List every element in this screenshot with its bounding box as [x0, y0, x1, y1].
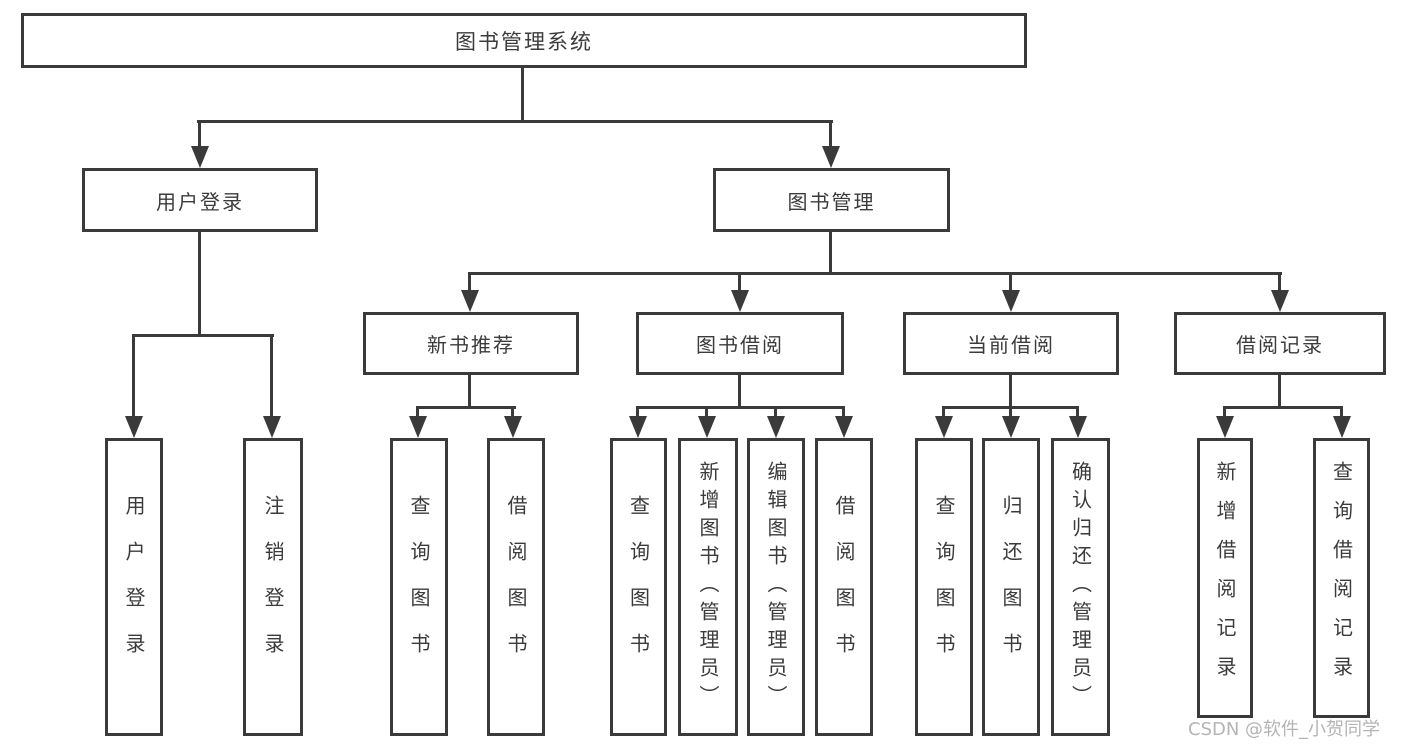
edge-borrow-record-trunk: [1278, 373, 1281, 409]
arrowhead-leaf-logout: [263, 416, 281, 438]
arrow-shaft-new-book-recommend: [468, 273, 471, 293]
arrowhead-query-book-2: [629, 416, 647, 438]
edge-book-borrow-trunk: [738, 373, 741, 409]
watermark: CSDN @软件_小贺同学: [1188, 719, 1381, 740]
arrow-shaft-borrow-record: [1278, 273, 1281, 293]
leaf-borrow-book-1-label: 借阅图书: [504, 495, 528, 679]
arrowhead-query-borrow-record: [1333, 416, 1351, 438]
node-book-borrow-label: 图书借阅: [696, 333, 784, 357]
node-user-login: 用户登录: [82, 168, 318, 232]
arrowhead-edit-book: [767, 416, 785, 438]
arrow-shaft-book-borrow: [738, 273, 741, 293]
node-new-book-recommend: 新书推荐: [363, 312, 579, 375]
leaf-borrow-book-2: 借阅图书: [815, 438, 873, 736]
leaf-edit-book-admin: 编辑图书（管理员）: [747, 438, 805, 736]
leaf-user-login: 用户登录: [105, 438, 163, 736]
edge-user-login-branch: [132, 334, 274, 337]
leaf-query-borrow-record-label: 查询借阅记录: [1329, 461, 1354, 695]
arrow-shaft-query-borrow-record: [1340, 407, 1343, 419]
leaf-query-book-2: 查询图书: [610, 438, 667, 736]
arrow-shaft-borrow-book-2: [842, 407, 845, 419]
edge-book-management-trunk: [829, 230, 832, 275]
leaf-user-login-label: 用户登录: [122, 495, 146, 679]
leaf-add-borrow-record: 新增借阅记录: [1197, 438, 1253, 718]
edge-user-login-trunk: [198, 230, 201, 337]
leaf-add-book-admin-label: 新增图书（管理员）: [696, 461, 720, 713]
edge-book-management-branch: [468, 272, 1282, 275]
arrow-shaft-book-management: [829, 121, 832, 149]
leaf-query-book-3: 查询图书: [915, 438, 973, 736]
node-borrow-record: 借阅记录: [1174, 312, 1386, 375]
arrowhead-return-book: [1002, 416, 1020, 438]
node-current-borrow: 当前借阅: [903, 312, 1119, 375]
arrowhead-leaf-user-login: [125, 416, 143, 438]
arrowhead-query-book-1: [409, 416, 427, 438]
arrow-shaft-borrow-book-1: [511, 407, 514, 419]
edge-borrow-record-branch: [1223, 406, 1343, 409]
leaf-query-book-1-label: 查询图书: [407, 495, 431, 679]
node-book-management-label: 图书管理: [787, 189, 876, 214]
edge-root-trunk: [521, 66, 524, 123]
leaf-return-book-label: 归还图书: [999, 495, 1023, 679]
node-current-borrow-label: 当前借阅: [967, 333, 1055, 357]
arrowhead-add-borrow-record: [1216, 416, 1234, 438]
arrowhead-borrow-record: [1271, 290, 1289, 312]
leaf-query-book-1: 查询图书: [390, 438, 448, 736]
arrowhead-borrow-book-2: [835, 416, 853, 438]
node-borrow-record-label: 借阅记录: [1236, 333, 1324, 357]
arrowhead-book-borrow: [731, 290, 749, 312]
leaf-borrow-book-1: 借阅图书: [487, 438, 545, 736]
leaf-return-book: 归还图书: [982, 438, 1040, 736]
node-root-label: 图书管理系统: [455, 29, 593, 54]
edge-new-book-recommend-branch: [416, 406, 516, 409]
leaf-borrow-book-2-label: 借阅图书: [832, 495, 856, 679]
node-user-login-label: 用户登录: [156, 189, 244, 214]
leaf-query-book-2-label: 查询图书: [626, 495, 651, 679]
arrow-shaft-current-borrow: [1009, 273, 1012, 293]
arrowhead-book-management: [822, 146, 840, 168]
node-book-management: 图书管理: [713, 168, 950, 232]
leaf-edit-book-admin-label: 编辑图书（管理员）: [764, 461, 788, 713]
edge-book-borrow-branch: [636, 406, 845, 409]
arrowhead-confirm-return: [1069, 416, 1087, 438]
node-book-borrow: 图书借阅: [636, 312, 844, 375]
edge-current-borrow-trunk: [1009, 373, 1012, 409]
leaf-query-book-3-label: 查询图书: [932, 495, 956, 679]
leaf-add-book-admin: 新增图书（管理员）: [678, 438, 738, 736]
arrow-shaft-query-book-3: [942, 407, 945, 419]
arrow-shaft-add-book: [705, 407, 708, 419]
arrow-shaft-return-book: [1009, 407, 1012, 419]
arrow-shaft-leaf-logout: [270, 335, 273, 420]
leaf-logout-label: 注销登录: [261, 495, 285, 679]
arrowhead-add-book: [698, 416, 716, 438]
edge-new-book-recommend-trunk: [468, 373, 471, 409]
arrow-shaft-query-book-1: [416, 407, 419, 419]
node-new-book-recommend-label: 新书推荐: [427, 333, 515, 357]
arrowhead-current-borrow: [1002, 290, 1020, 312]
arrow-shaft-leaf-user-login: [132, 335, 135, 420]
leaf-query-borrow-record: 查询借阅记录: [1313, 438, 1370, 718]
leaf-confirm-return-admin-label: 确认归还（管理员）: [1068, 461, 1093, 713]
leaf-logout: 注销登录: [243, 438, 303, 736]
arrow-shaft-add-borrow-record: [1223, 407, 1226, 419]
arrow-shaft-edit-book: [774, 407, 777, 419]
arrow-shaft-query-book-2: [636, 407, 639, 419]
leaf-confirm-return-admin: 确认归还（管理员）: [1051, 438, 1110, 736]
edge-root-branch: [197, 120, 833, 123]
arrowhead-query-book-3: [935, 416, 953, 438]
arrowhead-borrow-book-1: [504, 416, 522, 438]
arrowhead-new-book-recommend: [461, 290, 479, 312]
arrowhead-user-login: [191, 146, 209, 168]
arrow-shaft-user-login: [198, 121, 201, 149]
arrow-shaft-confirm-return: [1076, 407, 1079, 419]
node-root: 图书管理系统: [21, 13, 1027, 68]
leaf-add-borrow-record-label: 新增借阅记录: [1213, 461, 1237, 695]
